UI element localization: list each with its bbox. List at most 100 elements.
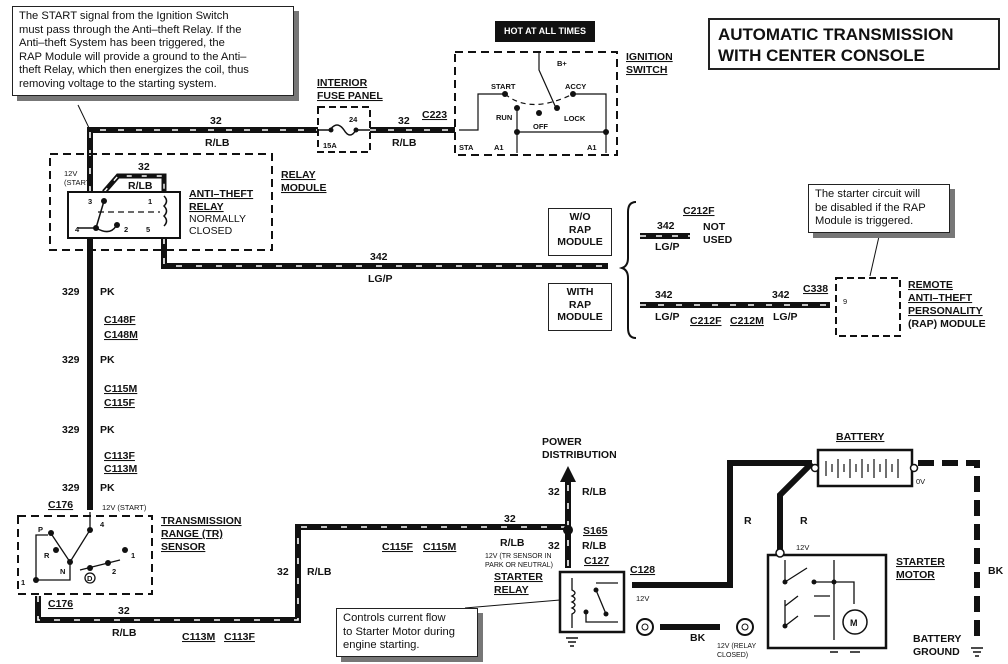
callout-antitheft: The START signal from the Ignition Switc… — [12, 6, 294, 96]
relay-voltage-1: 12V — [64, 169, 77, 178]
label-rlb-s165: R/LB — [500, 537, 525, 549]
tr-sensor-name-1: TRANSMISSION — [161, 515, 242, 527]
relay-module-name-2: MODULE — [281, 182, 327, 194]
tr-sensor-name-3: SENSOR — [161, 541, 206, 553]
box-line: RAP — [568, 223, 592, 236]
label-32-bottom: 32 — [118, 605, 130, 617]
connector-c115f-bottom: C115F — [382, 541, 414, 553]
callout-line: be disabled if the RAP — [815, 201, 926, 214]
starter-relay-box — [558, 570, 626, 634]
tr-d: D — [87, 574, 93, 583]
relay-state-1: NORMALLY — [189, 213, 246, 225]
wire-32-power-distribution — [560, 466, 576, 527]
callout-line: The START signal from the Ignition Switc… — [19, 10, 229, 22]
battery-cells — [825, 459, 899, 478]
label-rlb-jumper: R/LB — [128, 180, 153, 192]
label-32-s165: 32 — [504, 513, 516, 525]
callout-line: engine starting. — [343, 639, 420, 652]
label-32-power: 32 — [548, 486, 560, 498]
wire-32-rlb-jumper — [102, 173, 167, 194]
starter-motor-name-2: MOTOR — [896, 569, 935, 581]
callout-line: RAP Module will provide a ground to the … — [19, 50, 247, 63]
rap-name-1: REMOTE — [908, 279, 953, 291]
starter-relay-out-voltage: 12V — [636, 594, 649, 603]
ign-accy: ACCY — [565, 82, 586, 91]
label-342-notused: 342 — [657, 220, 675, 232]
anti-theft-relay-name-1: ANTI–THEFT — [189, 188, 254, 200]
fuse-15a: 15A — [323, 141, 337, 150]
fuse-panel-name-2: FUSE PANEL — [317, 90, 383, 102]
connector-c212m: C212M — [730, 315, 764, 327]
anti-theft-relay-box — [67, 191, 181, 239]
connector-c176-top: C176 — [48, 499, 73, 511]
tr-sensor-box — [17, 515, 153, 595]
connector-c148f: C148F — [104, 314, 136, 326]
with-rap-module-box: WITH RAP MODULE — [548, 283, 612, 331]
box-line: RAP — [568, 298, 592, 311]
hot-at-all-times-label: HOT AT ALL TIMES — [495, 21, 595, 42]
tr-sensor-name-2: RANGE (TR) — [161, 528, 223, 540]
label-342-main: 342 — [370, 251, 388, 263]
label-342-with-1: 342 — [655, 289, 673, 301]
callout-line: removing voltage to the starting system. — [19, 77, 217, 90]
connector-c115f: C115F — [104, 397, 136, 409]
label-r-2: R — [800, 515, 808, 527]
pin-5: 5 — [146, 225, 150, 234]
pin-4: 4 — [75, 225, 80, 234]
motor-m: M — [850, 618, 858, 628]
starter-relay-voltage-1: 12V (TR SENSOR IN — [485, 553, 552, 560]
callout-line: Module is triggered. — [815, 215, 914, 228]
label-32-jumper: 32 — [138, 161, 150, 173]
option-brace — [618, 201, 637, 339]
label-rlb-power: R/LB — [582, 486, 607, 498]
rap-module-box — [835, 277, 901, 337]
relay-voltage-2: (START) — [64, 178, 93, 187]
label-rlb-fuse: R/LB — [392, 137, 417, 149]
relay-closed-2: CLOSED) — [717, 652, 748, 659]
connector-c148m: C148M — [104, 329, 138, 341]
ign-lock: LOCK — [564, 114, 586, 123]
motor-symbol — [842, 609, 868, 635]
tr-p: P — [38, 525, 43, 534]
box-line: MODULE — [557, 311, 603, 323]
label-pk-2: PK — [100, 354, 115, 366]
label-not-used-2: USED — [703, 234, 733, 246]
connector-c127: C127 — [584, 555, 609, 567]
label-rlb-top: R/LB — [205, 137, 230, 149]
rap-name-2: ANTI–THEFT — [908, 292, 973, 304]
title-line-1: AUTOMATIC TRANSMISSION — [718, 25, 954, 44]
ignition-switch-name-2: SWITCH — [626, 64, 667, 76]
label-rlb-bottom: R/LB — [112, 627, 137, 639]
callout-line: theft Relay, which then energizes the co… — [19, 64, 249, 77]
diagram-title: AUTOMATIC TRANSMISSION WITH CENTER CONSO… — [708, 18, 1000, 70]
label-lgp-with-1: LG/P — [655, 311, 680, 323]
ign-start: START — [491, 82, 516, 91]
rap-pin-9: 9 — [843, 297, 847, 306]
callout-starter-relay: Controls current flow to Starter Motor d… — [336, 608, 478, 657]
title-line-2: WITH CENTER CONSOLE — [718, 46, 925, 65]
ign-off: OFF — [533, 122, 548, 131]
callout-line: Anti–theft System has been triggered, th… — [19, 37, 225, 50]
label-342-with-2: 342 — [772, 289, 790, 301]
connector-c113f: C113F — [104, 450, 136, 462]
tr-r: R — [44, 551, 50, 560]
ignition-switch-name-1: IGNITION — [626, 51, 673, 63]
battery-0v: 0V — [916, 477, 925, 486]
pin-3: 3 — [88, 197, 92, 206]
connector-c338: C338 — [803, 283, 828, 295]
connector-c128: C128 — [630, 564, 655, 576]
tr-n: N — [60, 567, 65, 576]
battery-ground-2: GROUND — [913, 646, 960, 658]
ign-sta: STA — [459, 143, 474, 152]
starter-motor-box — [766, 553, 888, 650]
wire-342-lgp — [161, 238, 608, 269]
anti-theft-relay-name-2: RELAY — [189, 201, 224, 213]
starter-relay-name-2: RELAY — [494, 584, 529, 596]
connector-c223: C223 — [422, 109, 447, 121]
box-line: W/O — [569, 211, 591, 223]
label-32-c127: 32 — [548, 540, 560, 552]
connector-c212f-top: C212F — [683, 205, 715, 217]
label-32-fuse: 32 — [398, 115, 410, 127]
without-rap-module-box: W/O RAP MODULE — [548, 208, 612, 256]
wire-bk-ground — [918, 460, 980, 640]
